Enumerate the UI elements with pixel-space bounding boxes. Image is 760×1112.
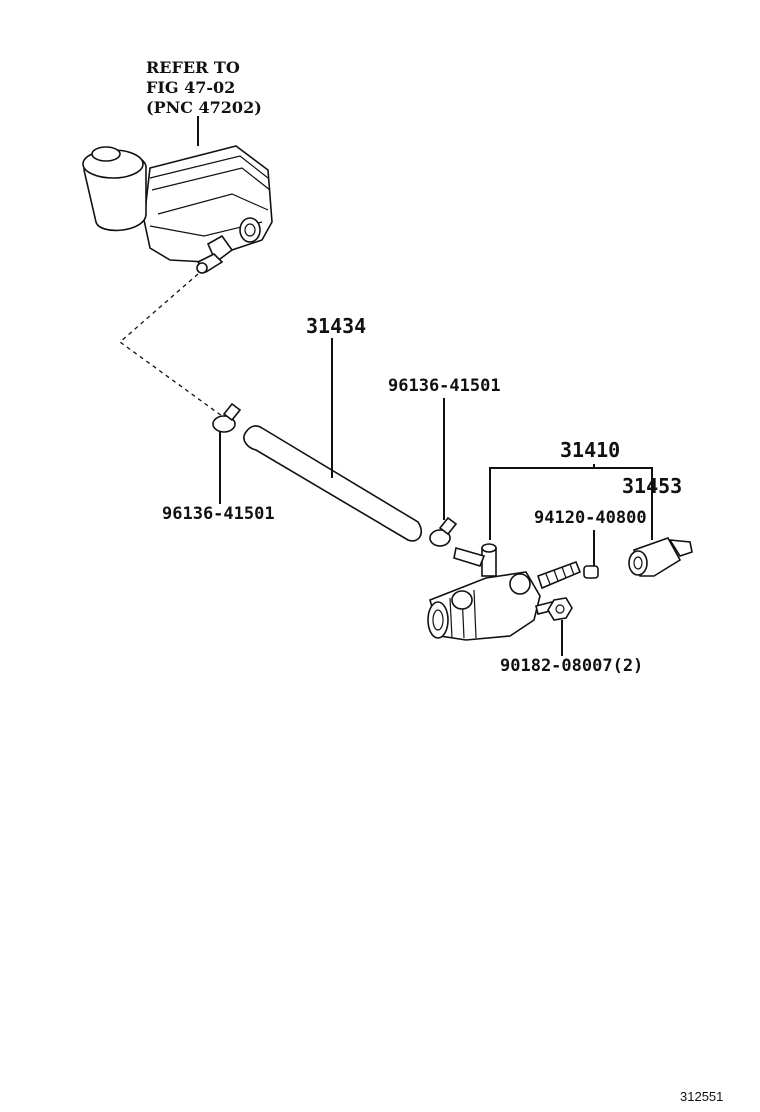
reference-line-2: FIG 47-02 [146, 78, 236, 97]
boot-part-number: 31453 [622, 474, 683, 498]
cylinder-illustration [427, 543, 582, 641]
reservoir-illustration [82, 145, 273, 274]
nut-illustration [547, 597, 573, 621]
nut-part-number: 90182-08007(2) [500, 656, 644, 676]
hose-illustration [243, 425, 423, 542]
bleeder-part-number: 94120-40800 [534, 508, 647, 528]
clip-left-part-number: 96136-41501 [162, 504, 275, 524]
clip-right-part-number: 96136-41501 [388, 376, 501, 396]
boot-illustration [628, 537, 693, 577]
clip-left-illustration [212, 402, 242, 433]
assembly-part-number: 31410 [560, 438, 621, 462]
figure-id: 312551 [680, 1089, 724, 1104]
reference-line-1: REFER TO [146, 58, 240, 77]
hose-part-number: 31434 [306, 314, 367, 338]
bleeder-illustration [583, 565, 599, 579]
reference-line-3: (PNC 47202) [146, 98, 262, 117]
connection-dashed-line [118, 273, 223, 417]
clip-right-illustration [429, 516, 458, 547]
